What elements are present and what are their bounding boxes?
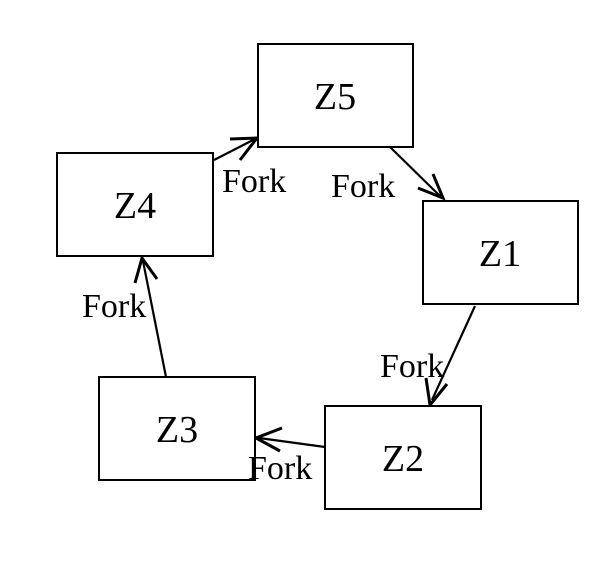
edge-z4-z5 (213, 136, 261, 161)
node-label-z3: Z3 (156, 409, 198, 451)
edge-label-z1-z2: Fork (380, 348, 444, 385)
edge-label-z4-z5: Fork (222, 163, 286, 200)
node-label-z2: Z2 (382, 438, 424, 480)
node-z1: Z1 (422, 200, 579, 305)
node-label-z5: Z5 (314, 76, 356, 118)
edge-label-z2-z3: Fork (248, 450, 312, 487)
node-z5: Z5 (257, 43, 414, 148)
node-label-z1: Z1 (479, 233, 521, 275)
node-label-z4: Z4 (114, 185, 156, 227)
edge-label-z5-z1: Fork (331, 168, 395, 205)
edge-z2-z3 (252, 426, 326, 453)
edge-label-z3-z4: Fork (82, 288, 146, 325)
edge-z5-z1 (389, 146, 446, 201)
node-z3: Z3 (98, 376, 256, 481)
edge-z3-z4 (133, 254, 168, 378)
node-z2: Z2 (324, 405, 482, 510)
node-z4: Z4 (56, 152, 214, 257)
